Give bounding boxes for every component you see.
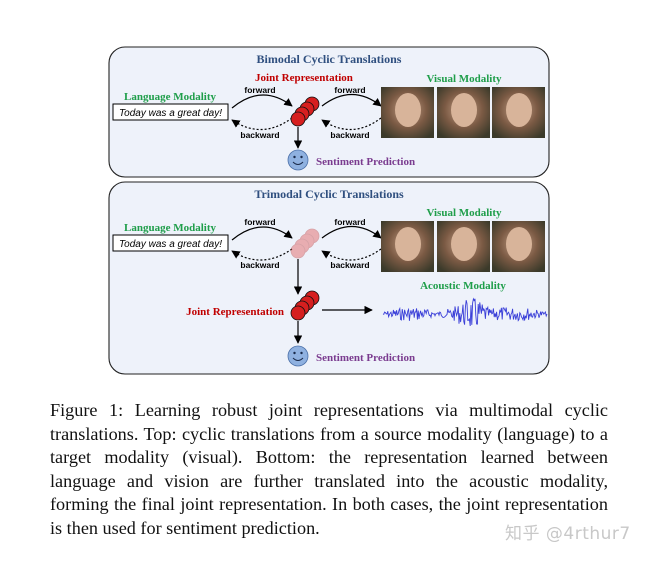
bottom-forward-right-arrow [321,226,382,239]
top-backward-right-arrow [321,117,382,131]
bimodal-panel-title: Bimodal Cyclic Translations [257,52,402,66]
top-sentence: Today was a great day! [119,108,222,119]
bottom-joint-node [290,290,320,321]
bottom-intermediate-node [290,228,320,259]
top-forward-left: forward [244,85,275,95]
bottom-video-frames [381,221,545,272]
top-video-frames [381,87,545,138]
bottom-visual-label: Visual Modality [426,207,502,219]
top-forward-right: forward [334,85,365,95]
top-backward-left-arrow [231,117,293,131]
bimodal-panel: Bimodal Cyclic Translations Language Mod… [108,46,550,178]
bottom-smiley-icon [287,345,309,367]
figure-1-diagram: Bimodal Cyclic Translations Language Mod… [108,46,550,375]
bimodal-panel-box [108,46,550,178]
trimodal-panel: Trimodal Cyclic Translations Language Mo… [108,181,550,375]
bottom-backward-left-arrow [231,248,293,261]
bottom-joint-label: Joint Representation [186,306,284,318]
acoustic-waveform [382,297,548,327]
bottom-language-label: Language Modality [124,222,216,234]
caption-label: Figure 1: [50,400,124,420]
top-visual-label: Visual Modality [426,73,502,85]
top-sentence-box [112,103,229,121]
trimodal-panel-title: Trimodal Cyclic Translations [254,187,404,201]
top-joint-label: Joint Representation [255,72,353,84]
top-sentiment-label: Sentiment Prediction [316,156,415,168]
top-backward-left: backward [240,130,279,140]
top-forward-left-arrow [231,94,293,109]
bottom-sentiment-label: Sentiment Prediction [316,352,415,364]
caption-text: Learning robust joint representations vi… [50,400,608,538]
bottom-backward-right: backward [330,260,369,270]
top-forward-right-arrow [321,94,382,107]
bottom-forward-left-arrow [231,226,293,241]
bottom-backward-right-arrow [321,248,382,261]
bottom-backward-left: backward [240,260,279,270]
bottom-forward-right: forward [334,217,365,227]
bottom-acoustic-label: Acoustic Modality [420,280,506,292]
top-language-label: Language Modality [124,91,216,103]
bottom-sentence-box [112,234,229,252]
top-joint-node [290,96,320,127]
bottom-sentence: Today was a great day! [119,239,222,250]
figure-caption: Figure 1: Learning robust joint represen… [50,399,608,541]
top-backward-right: backward [330,130,369,140]
top-smiley-icon [287,149,309,171]
bottom-forward-left: forward [244,217,275,227]
watermark: 知乎 @4rthur7 [505,524,631,544]
